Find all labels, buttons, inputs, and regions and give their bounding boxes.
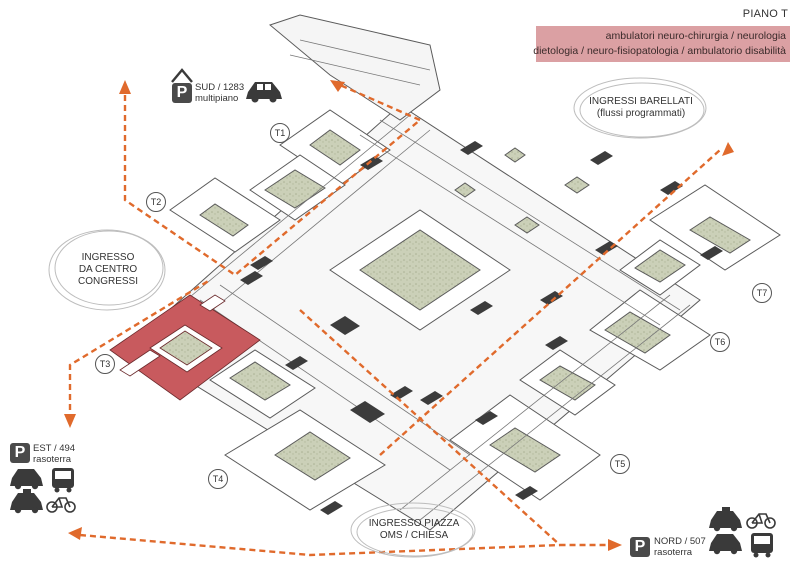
parking-est-label[interactable]: EST / 494 rasoterra bbox=[33, 443, 75, 465]
entrance-piazza-line-1: INGRESSO PIAZZA bbox=[368, 518, 460, 529]
car-icon bbox=[246, 82, 282, 103]
department-info-box bbox=[536, 26, 790, 62]
entrance-barellati-subtitle: (flussi programmati) bbox=[596, 108, 686, 119]
t3-highlight-block[interactable] bbox=[109, 294, 261, 401]
tower-label-t7[interactable]: T7 bbox=[752, 283, 772, 303]
parking-nord-name: NORD / 507 bbox=[654, 536, 706, 547]
tower-label-t5[interactable]: T5 bbox=[610, 454, 630, 474]
tower-label-t2[interactable]: T2 bbox=[146, 192, 166, 212]
parking-nord-icon[interactable]: P bbox=[630, 537, 650, 557]
car-icon bbox=[10, 469, 43, 490]
tower-label-t3[interactable]: T3 bbox=[95, 354, 115, 374]
tower-label-t1[interactable]: T1 bbox=[270, 123, 290, 143]
route-arrowheads bbox=[64, 80, 734, 551]
parking-nord-type: rasoterra bbox=[654, 547, 693, 558]
entrance-congressi[interactable]: INGRESSO DA CENTRO CONGRESSI bbox=[60, 252, 156, 288]
parking-sud-label[interactable]: SUD / 1283 multipiano bbox=[195, 82, 244, 104]
tower-label-t4[interactable]: T4 bbox=[208, 469, 228, 489]
building-plan bbox=[129, 14, 781, 531]
parking-est-icon[interactable]: P bbox=[10, 443, 30, 463]
parking-sud-type: multipiano bbox=[195, 93, 239, 104]
floor-title: PIANO T bbox=[742, 8, 788, 20]
entrance-barellati-title: INGRESSI BARELLATI bbox=[589, 96, 693, 107]
car-icon bbox=[709, 534, 742, 555]
parking-sud-icon[interactable]: P bbox=[172, 83, 192, 103]
route-paths bbox=[68, 83, 721, 557]
entrance-piazza[interactable]: INGRESSO PIAZZA OMS / CHIESA bbox=[353, 518, 475, 542]
bus-icon bbox=[751, 533, 773, 558]
parking-nord-label[interactable]: NORD / 507 rasoterra bbox=[654, 536, 706, 558]
tower-label-t6[interactable]: T6 bbox=[710, 332, 730, 352]
entrance-congressi-line-2: DA CENTRO bbox=[78, 264, 138, 275]
entrance-congressi-line-1: INGRESSO bbox=[81, 252, 135, 263]
entrance-barellati[interactable]: INGRESSI BARELLATI (flussi programmati) bbox=[580, 96, 702, 120]
taxi-icon bbox=[10, 489, 43, 514]
parking-est-type: rasoterra bbox=[33, 454, 72, 465]
department-line-2: dietologia / neuro-fisiopatologia / ambu… bbox=[533, 45, 786, 57]
parking-est-name: EST / 494 bbox=[33, 443, 76, 454]
taxi-icon bbox=[709, 507, 742, 532]
barellati-ellipse bbox=[573, 77, 707, 139]
bus-icon bbox=[52, 468, 74, 493]
congressi-ellipse bbox=[48, 229, 166, 311]
piazza-ellipse bbox=[350, 502, 476, 558]
entrance-congressi-line-3: CONGRESSI bbox=[77, 276, 138, 287]
multipiano-roof-icon bbox=[171, 68, 193, 83]
parking-sud-name: SUD / 1283 bbox=[195, 82, 245, 93]
department-line-1: ambulatori neuro-chirurgia / neurologia bbox=[605, 30, 786, 42]
bicycle-icon bbox=[746, 513, 776, 529]
bicycle-icon bbox=[46, 497, 76, 513]
entrance-piazza-line-2: OMS / CHIESA bbox=[379, 530, 449, 541]
